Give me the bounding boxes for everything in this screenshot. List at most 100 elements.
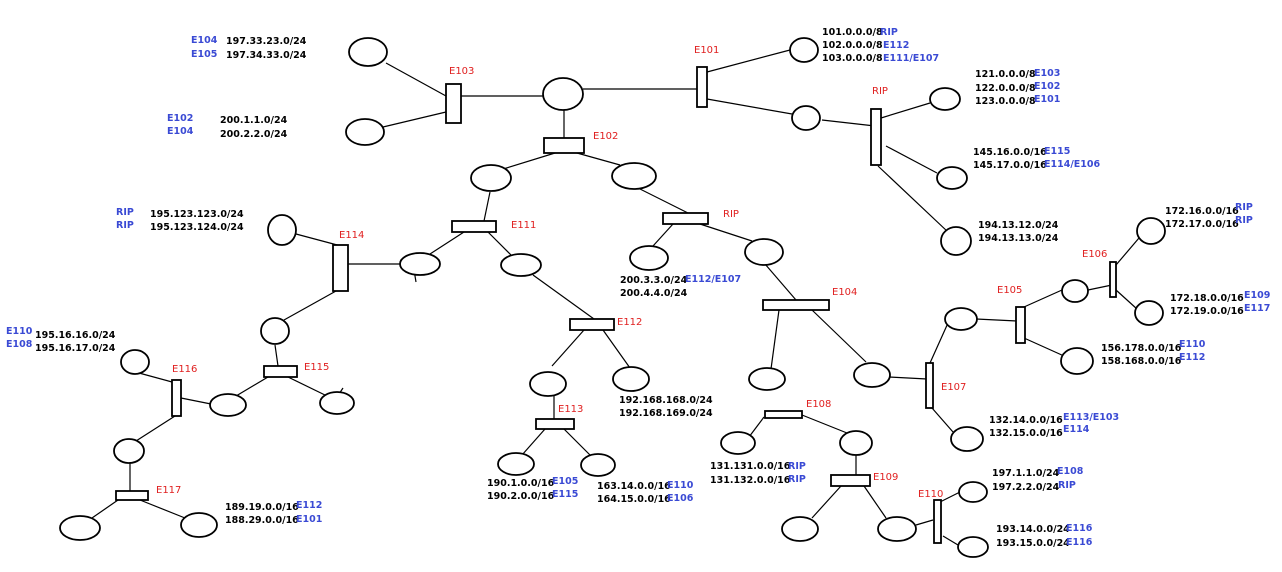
node	[209, 393, 247, 417]
route-source: E114/E106	[1044, 159, 1100, 170]
route-table-e116: E110 195.16.16.0/24 E108 195.16.17.0/24	[6, 326, 116, 354]
route-network: 190.1.0.0/16	[487, 478, 555, 489]
router-label-e101: E101	[694, 45, 719, 56]
route-table-e110-2: 193.14.0.0/24 E116 193.15.0.0/24 E116	[996, 523, 1093, 549]
switch-e102	[543, 137, 585, 154]
route-source: E112	[883, 40, 909, 51]
route-network: 158.168.0.0/16	[1101, 356, 1182, 367]
route-source: E112	[1179, 352, 1205, 363]
route-network: 194.13.12.0/24	[978, 220, 1059, 231]
router-label-e103: E103	[449, 66, 474, 77]
router-label-e105: E105	[997, 285, 1022, 296]
route-source: E115	[552, 489, 578, 500]
route-source: E115	[1044, 146, 1070, 157]
switch-e106	[1109, 261, 1117, 298]
route-table-e112: 192.168.168.0/24 192.168.169.0/24	[619, 395, 713, 419]
node	[853, 362, 891, 388]
node	[542, 77, 584, 111]
route-source: E112/E107	[685, 274, 741, 285]
node	[345, 118, 385, 146]
node	[839, 430, 873, 456]
route-source: E103	[1034, 68, 1060, 79]
route-network: 195.16.16.0/24	[35, 330, 116, 341]
switches	[115, 66, 1117, 544]
router-label-e108: E108	[806, 399, 831, 410]
router-label-rip-top: RIP	[872, 86, 888, 97]
switch-rip-mid	[662, 212, 709, 225]
router-label-e112: E112	[617, 317, 642, 328]
route-network: 200.3.3.0/24	[620, 275, 688, 286]
node	[120, 349, 150, 375]
route-table-top-left-1: E104 197.33.23.0/24 E105 197.34.33.0/24	[191, 35, 307, 61]
route-table-e113-2: 163.14.0.0/16 E110 164.15.0.0/16 E106	[597, 480, 694, 505]
route-table-rip-mid: 200.3.3.0/24 E112/E107 200.4.4.0/24	[620, 274, 741, 299]
route-source: E104	[167, 126, 194, 137]
route-network: 163.14.0.0/16	[597, 481, 671, 492]
route-table-e107: 132.14.0.0/16 E113/E103 132.15.0.0/16 E1…	[989, 412, 1119, 439]
route-source: E114	[1063, 424, 1090, 435]
route-network: 132.14.0.0/16	[989, 415, 1063, 426]
route-table-e114: RIP 195.123.123.0/24 RIP 195.123.124.0/2…	[116, 207, 244, 233]
route-source: RIP	[880, 27, 898, 38]
route-network: 145.16.0.0/16	[973, 147, 1047, 158]
node	[113, 438, 145, 464]
route-source: RIP	[116, 220, 134, 231]
route-network: 156.178.0.0/16	[1101, 343, 1182, 354]
node	[497, 452, 535, 476]
route-network: 197.1.1.0/24	[992, 468, 1060, 479]
route-network: 172.19.0.0/16	[1170, 306, 1244, 317]
switch-e110	[933, 499, 942, 544]
route-source: E113/E103	[1063, 412, 1119, 423]
switch-e101	[696, 66, 708, 108]
route-network: 197.33.23.0/24	[226, 36, 307, 47]
route-table-top-left-2: E102 200.1.1.0/24 E104 200.2.2.0/24	[167, 113, 288, 140]
route-source: E109	[1244, 290, 1270, 301]
node	[748, 367, 786, 391]
router-label-e106: E106	[1082, 249, 1107, 260]
node	[1061, 279, 1089, 303]
switch-e103	[445, 83, 462, 124]
node	[720, 431, 756, 455]
switch-e111	[451, 220, 497, 233]
route-network: 121.0.0.0/8	[975, 69, 1036, 80]
route-network: 123.0.0.0/8	[975, 96, 1036, 107]
route-source: E104	[191, 35, 218, 46]
route-source: E105	[552, 476, 578, 487]
nodes	[59, 37, 1166, 558]
route-network: 122.0.0.0/8	[975, 83, 1036, 94]
router-label-e109: E109	[873, 472, 898, 483]
router-label-e115: E115	[304, 362, 329, 373]
node	[781, 516, 819, 542]
node	[791, 105, 821, 131]
node	[500, 253, 542, 277]
route-table-e117: 189.19.0.0/16 E112 188.29.0.0/16 E101	[225, 500, 322, 526]
route-network: 194.13.13.0/24	[978, 233, 1059, 244]
route-source: E110	[1179, 339, 1206, 350]
node	[1060, 347, 1094, 375]
node	[929, 87, 961, 111]
node	[1136, 217, 1166, 245]
route-network: 131.132.0.0/16	[710, 475, 791, 486]
node	[877, 516, 917, 542]
route-source: E110	[667, 480, 694, 491]
router-label-e114: E114	[339, 230, 364, 241]
route-network: 164.15.0.0/16	[597, 494, 671, 505]
route-source: E116	[1066, 537, 1093, 548]
node	[940, 226, 972, 256]
switch-e114	[332, 244, 349, 292]
route-network: 192.168.169.0/24	[619, 408, 713, 419]
route-table-e110-1: 197.1.1.0/24 E108 197.2.2.0/24 RIP	[992, 466, 1084, 493]
route-network: 200.2.2.0/24	[220, 129, 288, 140]
route-network: 188.29.0.0/16	[225, 515, 299, 526]
route-source: E101	[1034, 94, 1060, 105]
route-source: E108	[1057, 466, 1084, 477]
switch-e113	[535, 418, 575, 430]
node	[267, 214, 297, 246]
node	[59, 515, 101, 541]
node	[629, 245, 669, 271]
node	[319, 391, 355, 415]
route-source: E102	[1034, 81, 1060, 92]
route-source: E116	[1066, 523, 1093, 534]
router-labels: E103 E101 RIP E102 E111 RIP E114 E112 E1…	[156, 45, 1107, 500]
